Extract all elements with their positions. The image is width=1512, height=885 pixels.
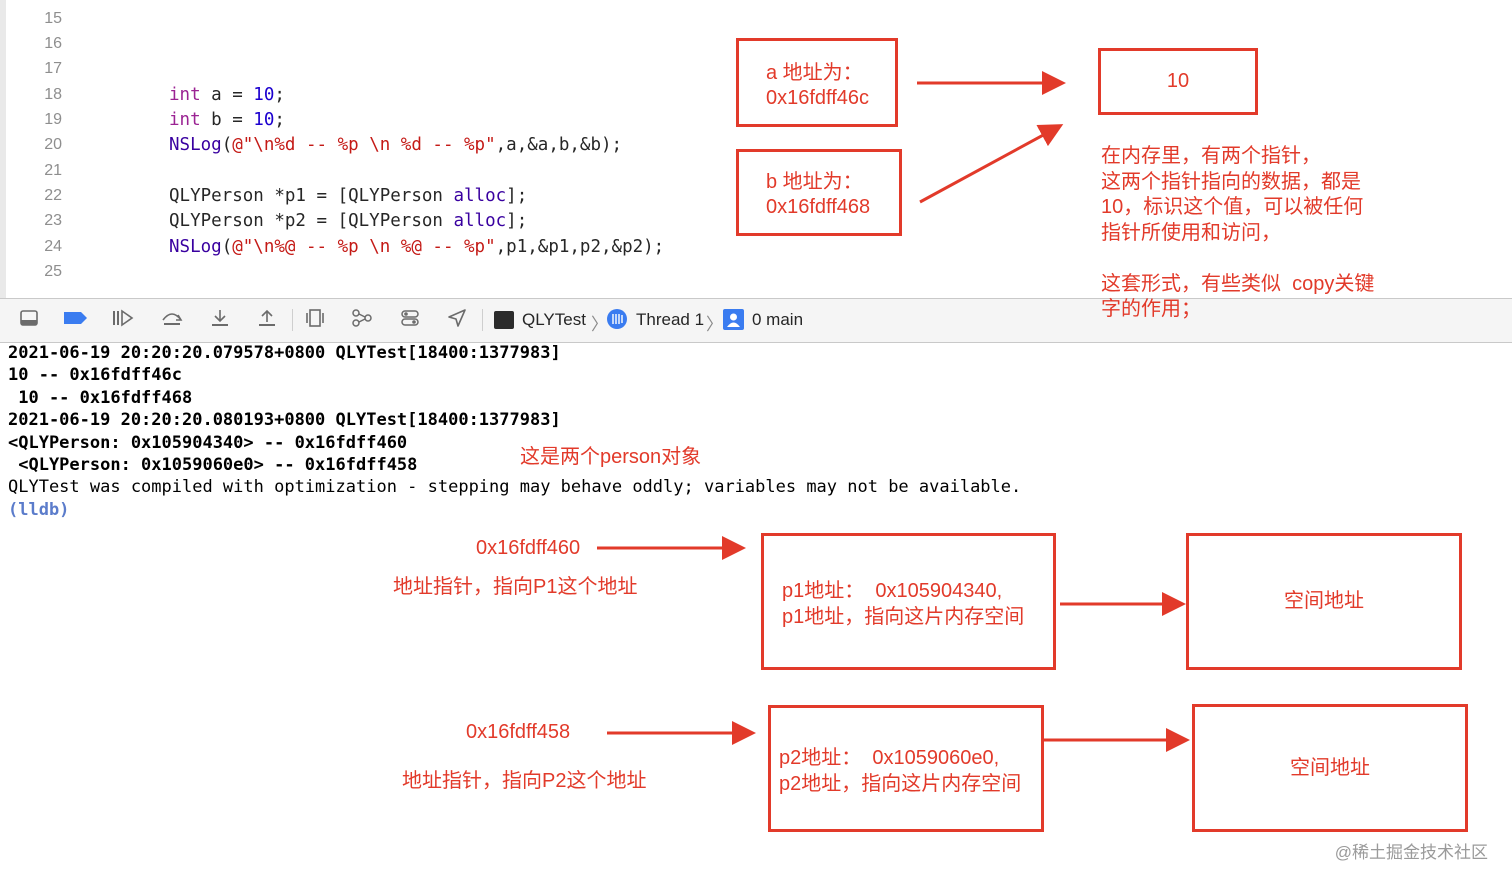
line-number: 18 — [44, 86, 62, 103]
code-text: ; — [274, 110, 285, 130]
console-line: <QLYPerson: 0x105904340> -- 0x16fdff460 — [8, 432, 408, 453]
annotation-desc-p1: 地址指针，指向P1这个地址 — [393, 576, 638, 598]
code-method: alloc — [453, 211, 507, 231]
line-number: 15 — [44, 10, 62, 27]
annotation-box-p1: p1地址： 0x105904340, p1地址，指向这片内存空间 — [761, 533, 1056, 670]
console-line: 2021-06-19 20:20:20.079578+0800 QLYTest[… — [8, 343, 561, 363]
debug-console[interactable]: 2021-06-19 20:20:20.079578+0800 QLYTest[… — [8, 342, 1021, 521]
environment-icon[interactable] — [398, 308, 422, 332]
line-number: 25 — [44, 263, 62, 280]
console-line: 10 -- 0x16fdff46c — [8, 365, 182, 386]
annotation-box-b: b 地址为： 0x16fdff468 — [736, 149, 902, 236]
breadcrumb-thread[interactable]: Thread 1 — [636, 310, 705, 329]
line-number: 22 — [44, 187, 62, 204]
code-text: ; — [274, 85, 285, 105]
line-number: 20 — [44, 136, 62, 153]
app-target-icon — [494, 311, 514, 329]
location-icon[interactable] — [445, 308, 469, 332]
console-line: 10 -- 0x16fdff468 — [8, 387, 193, 408]
annotation-note-pointers: 在内存里，有两个指针， 这两个指针指向的数据，都是 10，标识这个值，可以被任何… — [1101, 145, 1375, 320]
code-text: QLYPerson *p2 = [QLYPerson — [169, 211, 454, 231]
code-text: QLYPerson *p1 = [QLYPerson — [169, 186, 454, 206]
view-hierarchy-icon[interactable] — [303, 308, 327, 332]
annotation-space-2: 空间地址 — [1192, 704, 1468, 832]
breadcrumb-frame[interactable]: 0 main — [752, 310, 804, 329]
step-into-icon[interactable] — [208, 308, 232, 332]
lldb-prompt: (lldb) — [8, 499, 70, 520]
annotation-box-a: a 地址为： 0x16fdff46c — [736, 38, 898, 127]
chevron-right-icon: 〉 — [706, 315, 723, 334]
breadcrumb-target[interactable]: QLYTest — [522, 310, 586, 329]
annotation-box-value: 10 — [1098, 48, 1258, 115]
code-text: ( — [221, 237, 233, 257]
memory-graph-icon[interactable] — [350, 308, 374, 332]
line-number: 21 — [44, 162, 62, 179]
hide-console-icon[interactable] — [17, 308, 41, 332]
code-method: alloc — [453, 186, 507, 206]
annotation-space-1: 空间地址 — [1186, 533, 1462, 670]
code-text: a = — [200, 85, 254, 105]
code-number: 10 — [253, 110, 275, 130]
chevron-right-icon: 〉 — [591, 315, 608, 334]
code-text: ]; — [506, 186, 528, 206]
separator — [292, 309, 293, 331]
watermark: @稀土掘金技术社区 — [1334, 843, 1488, 862]
debug-bar: QLYTest 〉 Thread 1 〉 0 main — [0, 298, 1512, 343]
annotation-desc-p2: 地址指针，指向P2这个地址 — [402, 770, 647, 792]
code-line-20: NSLog(@"\n%d -- %p \n %d -- %p",a,&a,b,&… — [169, 135, 622, 155]
annotation-addr-p1: 0x16fdff460 — [476, 537, 581, 559]
arrow-b-to-value — [919, 124, 1064, 204]
code-line-22: QLYPerson *p1 = [QLYPerson alloc]; — [169, 186, 527, 206]
gutter-bar — [0, 0, 6, 298]
frame-user-icon — [723, 309, 744, 330]
code-text: ]; — [506, 211, 528, 231]
annotation-addr-p2: 0x16fdff458 — [466, 721, 571, 743]
code-function: NSLog — [169, 237, 222, 257]
line-number: 24 — [44, 238, 62, 255]
line-number: 17 — [44, 60, 62, 77]
code-string: @"\n%d -- %p \n %d -- %p" — [232, 135, 496, 155]
annotation-note-persons: 这是两个person对象 — [520, 446, 702, 468]
code-text: ,p1,&p1,p2,&p2); — [495, 237, 665, 257]
continue-icon[interactable] — [111, 308, 135, 332]
code-line-19: int b = 10; — [169, 110, 285, 130]
code-keyword: int — [169, 110, 201, 130]
thread-icon — [607, 309, 627, 329]
annotation-box-p2: p2地址： 0x1059060e0, p2地址，指向这片内存空间 — [768, 705, 1044, 832]
code-text: ,a,&a,b,&b); — [495, 135, 623, 155]
separator — [482, 309, 483, 331]
step-over-icon[interactable] — [160, 308, 184, 332]
code-line-24: NSLog(@"\n%@ -- %p \n %@ -- %p",p1,&p1,p… — [169, 237, 664, 257]
code-text: b = — [200, 110, 254, 130]
line-number: 19 — [44, 111, 62, 128]
line-number: 16 — [44, 35, 62, 52]
code-string: @"\n%@ -- %p \n %@ -- %p" — [232, 237, 496, 257]
code-keyword: int — [169, 85, 201, 105]
console-line: 2021-06-19 20:20:20.080193+0800 QLYTest[… — [8, 410, 561, 431]
breakpoints-icon[interactable] — [62, 308, 87, 332]
step-out-icon[interactable] — [255, 308, 279, 332]
line-number: 23 — [44, 212, 62, 229]
code-text: ( — [221, 135, 233, 155]
code-function: NSLog — [169, 135, 222, 155]
code-number: 10 — [253, 85, 275, 105]
console-line: QLYTest was compiled with optimization -… — [8, 477, 1022, 498]
code-line-18: int a = 10; — [169, 85, 285, 105]
code-line-23: QLYPerson *p2 = [QLYPerson alloc]; — [169, 211, 527, 231]
console-line: <QLYPerson: 0x1059060e0> -- 0x16fdff458 — [8, 455, 418, 476]
